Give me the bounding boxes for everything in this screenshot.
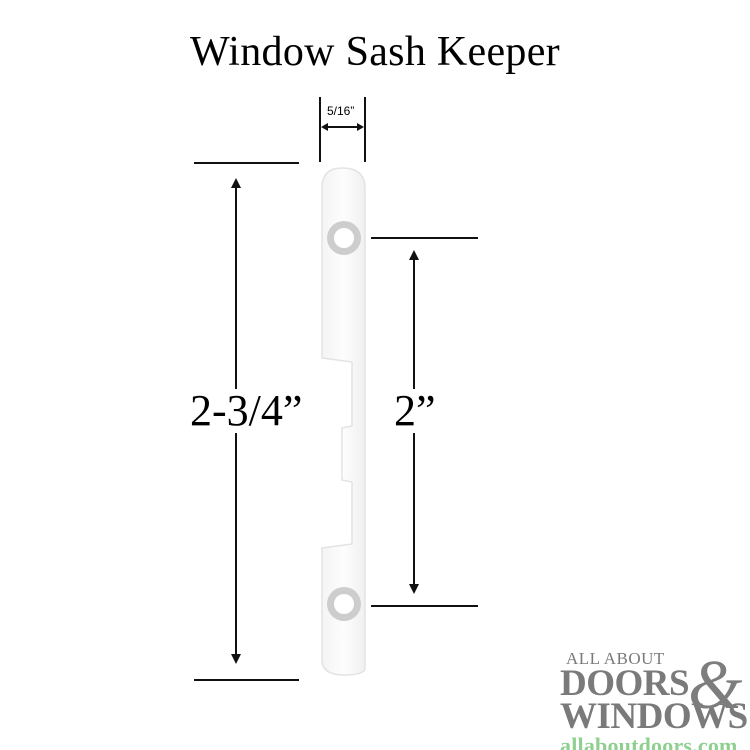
overall-top-extension-line bbox=[194, 162, 299, 164]
width-extension-line-right bbox=[364, 97, 366, 162]
hole-spacing-top-line bbox=[371, 237, 478, 239]
diagram-title: Window Sash Keeper bbox=[190, 29, 560, 75]
hole-spacing-label: 2” bbox=[392, 386, 438, 435]
logo-line-doors: DOORS bbox=[560, 663, 690, 704]
brand-logo: & ALL ABOUT DOORS WINDOWS allaboutdoors.… bbox=[560, 647, 748, 750]
width-extension-line-left bbox=[319, 97, 321, 162]
width-arrow-icon bbox=[321, 123, 364, 131]
width-label: 5/16” bbox=[327, 104, 355, 118]
logo-url: allaboutdoors.com bbox=[560, 733, 738, 750]
hole-spacing-bottom-line bbox=[371, 605, 478, 607]
overall-bottom-extension-line bbox=[194, 679, 299, 681]
logo-line-windows: WINDOWS bbox=[560, 696, 748, 737]
sash-keeper-part bbox=[321, 167, 366, 676]
logo-line-all-about: ALL ABOUT bbox=[566, 649, 665, 668]
ampersand-glyph: & bbox=[688, 647, 743, 724]
overall-length-label: 2-3/4” bbox=[188, 386, 305, 435]
